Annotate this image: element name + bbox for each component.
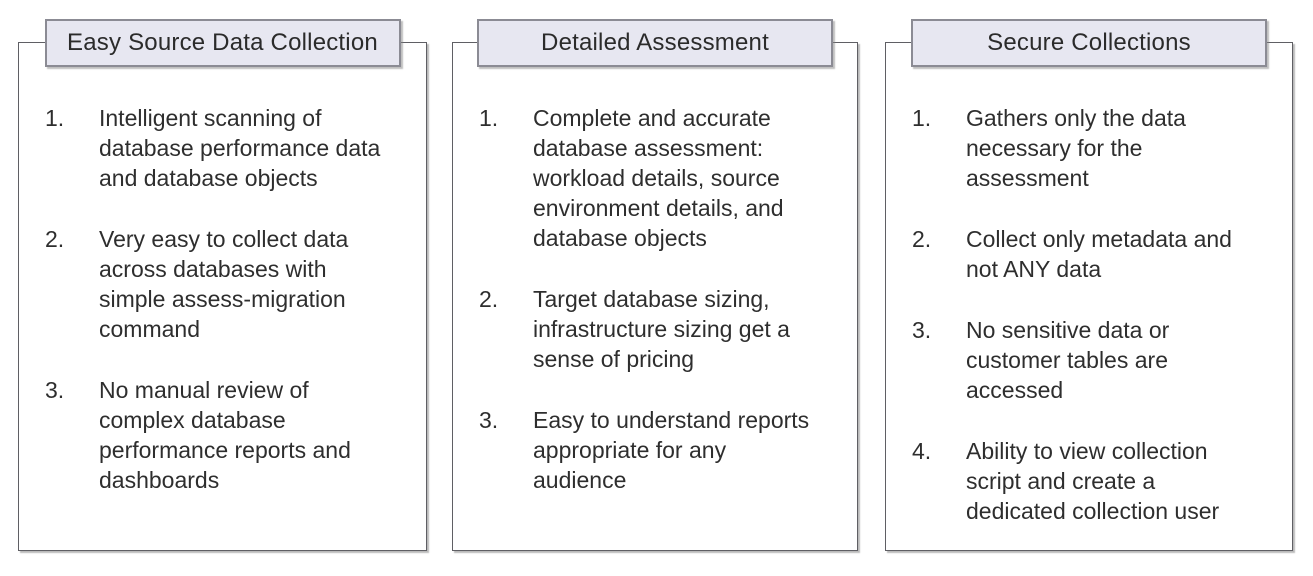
panel-title-box: Easy Source Data Collection [44, 19, 401, 67]
panel-secure-collections: Secure Collections 1. Gathers only the d… [885, 19, 1293, 551]
list-item-number: 1. [479, 105, 499, 131]
panel-detailed-assessment: Detailed Assessment 1. Complete and accu… [452, 19, 858, 551]
list-item-text: Easy to understand reports appropriate f… [533, 407, 810, 493]
list-item-text: Ability to view collection script and cr… [966, 438, 1220, 524]
list-item-number: 2. [479, 286, 499, 312]
panel-easy-source-data-collection: Easy Source Data Collection 1. Intellige… [18, 19, 427, 551]
list-item-text: No manual review of complex database per… [99, 377, 351, 493]
list-item: 1. Gathers only the data necessary for t… [912, 103, 1278, 193]
list-item-number: 3. [45, 377, 65, 403]
list-item-text: Complete and accurate database assessmen… [533, 105, 784, 251]
feature-list: 1. Gathers only the data necessary for t… [886, 43, 1292, 526]
feature-list: 1. Complete and accurate database assess… [453, 43, 857, 495]
list-item: 2. Target database sizing, infrastructur… [479, 284, 843, 374]
list-item-number: 3. [912, 317, 932, 343]
list-item-text: Intelligent scanning of database perform… [99, 105, 381, 191]
list-item: 3. Easy to understand reports appropriat… [479, 405, 843, 495]
list-item: 4. Ability to view collection script and… [912, 436, 1278, 526]
list-item-text: Collect only metadata and not ANY data [966, 226, 1232, 282]
list-item-text: No sensitive data or customer tables are… [966, 317, 1170, 403]
panel-title-box: Secure Collections [911, 19, 1267, 67]
list-item: 2. Very easy to collect data across data… [45, 224, 412, 344]
panel-title: Detailed Assessment [541, 29, 769, 56]
list-item-number: 2. [912, 226, 932, 252]
list-item-number: 1. [45, 105, 65, 131]
list-item-number: 1. [912, 105, 932, 131]
list-item-text: Very easy to collect data across databas… [99, 226, 349, 342]
list-item: 3. No sensitive data or customer tables … [912, 315, 1278, 405]
list-item-text: Target database sizing, infrastructure s… [533, 286, 790, 372]
panel-title: Secure Collections [987, 29, 1191, 56]
list-item-number: 3. [479, 407, 499, 433]
panel-title-box: Detailed Assessment [477, 19, 833, 67]
panel-title: Easy Source Data Collection [67, 29, 378, 56]
list-item: 3. No manual review of complex database … [45, 375, 412, 495]
list-item: 2. Collect only metadata and not ANY dat… [912, 224, 1278, 284]
list-item: 1. Intelligent scanning of database perf… [45, 103, 412, 193]
list-item-number: 4. [912, 438, 932, 464]
list-item-number: 2. [45, 226, 65, 252]
list-item: 1. Complete and accurate database assess… [479, 103, 843, 253]
feature-list: 1. Intelligent scanning of database perf… [19, 43, 426, 495]
list-item-text: Gathers only the data necessary for the … [966, 105, 1186, 191]
